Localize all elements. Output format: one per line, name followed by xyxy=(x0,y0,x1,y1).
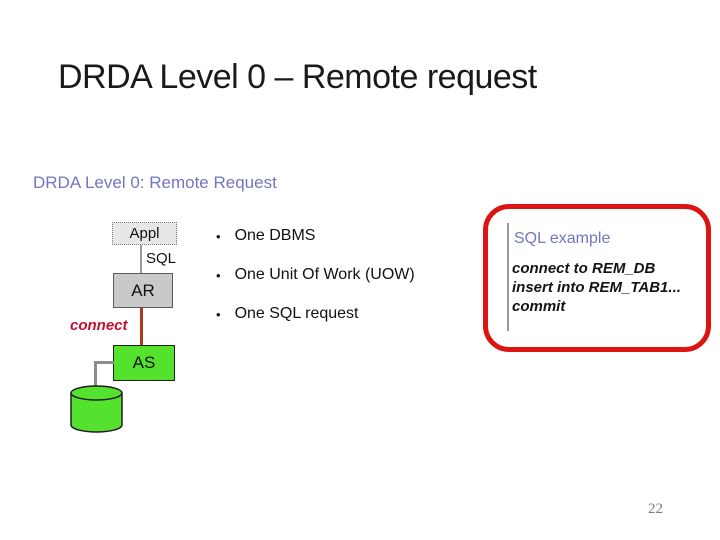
page-number: 22 xyxy=(648,501,663,517)
bullet-list: • One DBMS • One Unit Of Work (UOW) • On… xyxy=(216,227,415,344)
code-line: connect to REM_DB xyxy=(512,260,656,277)
code-line: insert into REM_TAB1... xyxy=(512,279,681,296)
appl-box: Appl xyxy=(112,222,177,245)
ar-box-label: AR xyxy=(131,280,155,300)
as-box-label: AS xyxy=(132,353,156,372)
ar-as-connect-line xyxy=(140,308,143,345)
ar-box: AR xyxy=(113,273,173,308)
as-database-connector-line-vertical xyxy=(94,361,97,389)
panel-heading: DRDA Level 0: Remote Request xyxy=(33,173,277,192)
sql-connector-label: SQL xyxy=(146,250,177,267)
bullet-marker: • xyxy=(216,229,221,244)
list-item: • One DBMS xyxy=(216,227,415,245)
bullet-text: One DBMS xyxy=(234,227,316,244)
appl-box-label: Appl xyxy=(129,225,160,242)
slide-title: DRDA Level 0 – Remote request xyxy=(58,58,537,96)
as-database-connector-line xyxy=(94,361,114,364)
bullet-text: One SQL request xyxy=(234,305,359,322)
appl-ar-connector-line xyxy=(140,245,142,273)
database-cylinder-icon xyxy=(70,385,123,433)
list-item: • One SQL request xyxy=(216,305,415,323)
callout-heading: SQL example xyxy=(514,230,611,247)
connect-label: connect xyxy=(70,317,128,334)
as-box: AS xyxy=(113,345,175,381)
sql-example-callout: SQL example connect to REM_DB insert int… xyxy=(483,204,711,352)
callout-code-block: connect to REM_DB insert into REM_TAB1..… xyxy=(512,259,681,316)
code-line: commit xyxy=(512,298,566,315)
bullet-marker: • xyxy=(216,307,221,322)
list-item: • One Unit Of Work (UOW) xyxy=(216,266,415,284)
bullet-marker: • xyxy=(216,268,221,283)
callout-vertical-rule xyxy=(507,223,509,331)
bullet-text: One Unit Of Work (UOW) xyxy=(234,266,415,283)
